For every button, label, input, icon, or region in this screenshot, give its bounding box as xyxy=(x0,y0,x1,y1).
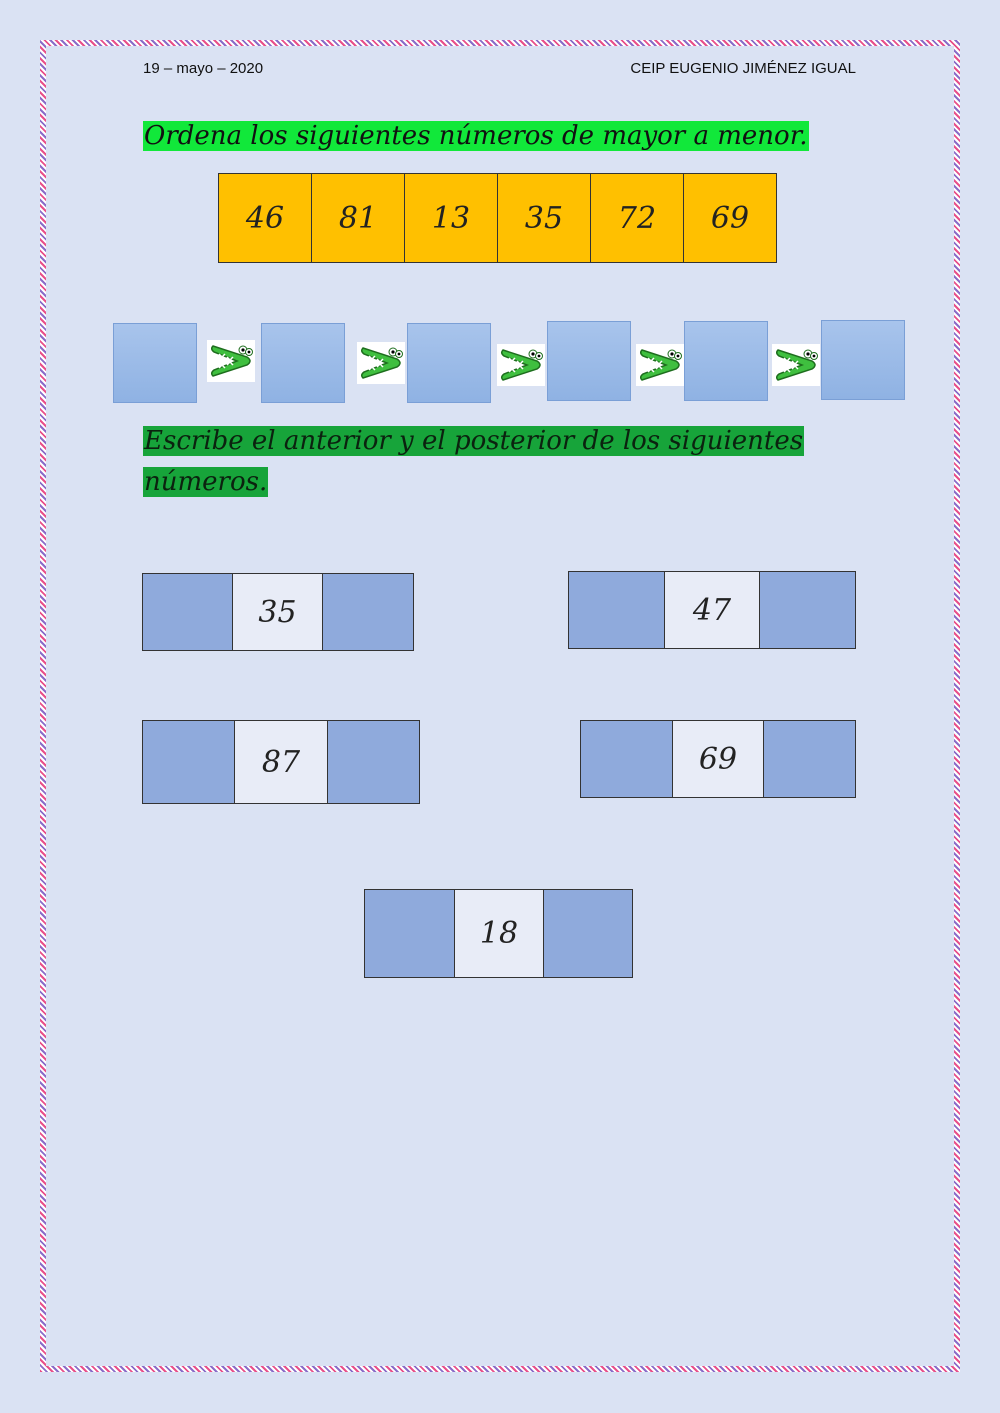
previous-number-box[interactable] xyxy=(568,571,665,649)
instruction-neighbors-line1: Escribe el anterior y el posterior de lo… xyxy=(143,426,805,456)
next-number-box[interactable] xyxy=(759,571,856,649)
number-cell: 35 xyxy=(497,173,591,263)
order-answer-box-5[interactable] xyxy=(684,321,768,401)
neighbor-exercise: 87 xyxy=(142,720,420,804)
given-number: 35 xyxy=(232,573,323,651)
number-cell: 81 xyxy=(311,173,405,263)
number-cell: 13 xyxy=(404,173,498,263)
crocodile-greater-than-icon xyxy=(636,344,684,386)
next-number-box[interactable] xyxy=(763,720,856,798)
previous-number-box[interactable] xyxy=(142,573,233,651)
number-cell: 46 xyxy=(218,173,312,263)
next-number-box[interactable] xyxy=(327,720,420,804)
crocodile-greater-than-icon xyxy=(772,344,820,386)
neighbor-exercise: 47 xyxy=(568,571,856,649)
neighbor-exercise: 18 xyxy=(364,889,633,978)
given-number: 87 xyxy=(234,720,328,804)
number-cell: 69 xyxy=(683,173,777,263)
order-answer-box-3[interactable] xyxy=(407,323,491,403)
instruction-neighbors: Escribe el anterior y el posterior de lo… xyxy=(143,421,805,503)
given-number: 69 xyxy=(672,720,764,798)
order-answer-box-2[interactable] xyxy=(261,323,345,403)
given-number: 47 xyxy=(664,571,760,649)
previous-number-box[interactable] xyxy=(580,720,673,798)
numbers-row: 46 81 13 35 72 69 xyxy=(218,173,777,263)
given-number: 18 xyxy=(454,889,544,978)
order-answer-box-4[interactable] xyxy=(547,321,631,401)
neighbor-exercise: 35 xyxy=(142,573,414,651)
crocodile-greater-than-icon xyxy=(497,344,545,386)
date-label: 19 – mayo – 2020 xyxy=(143,60,264,77)
instruction-order: Ordena los siguientes números de mayor a… xyxy=(143,116,809,157)
school-name: CEIP EUGENIO JIMÉNEZ IGUAL xyxy=(630,60,856,77)
crocodile-greater-than-icon xyxy=(207,340,255,382)
order-answer-box-6[interactable] xyxy=(821,320,905,400)
next-number-box[interactable] xyxy=(322,573,414,651)
crocodile-greater-than-icon xyxy=(357,342,405,384)
order-answer-box-1[interactable] xyxy=(113,323,197,403)
previous-number-box[interactable] xyxy=(142,720,235,804)
number-cell: 72 xyxy=(590,173,684,263)
instruction-order-text: Ordena los siguientes números de mayor a… xyxy=(143,121,809,151)
instruction-neighbors-line2: números. xyxy=(143,467,269,497)
next-number-box[interactable] xyxy=(543,889,633,978)
neighbor-exercise: 69 xyxy=(580,720,856,798)
previous-number-box[interactable] xyxy=(364,889,455,978)
